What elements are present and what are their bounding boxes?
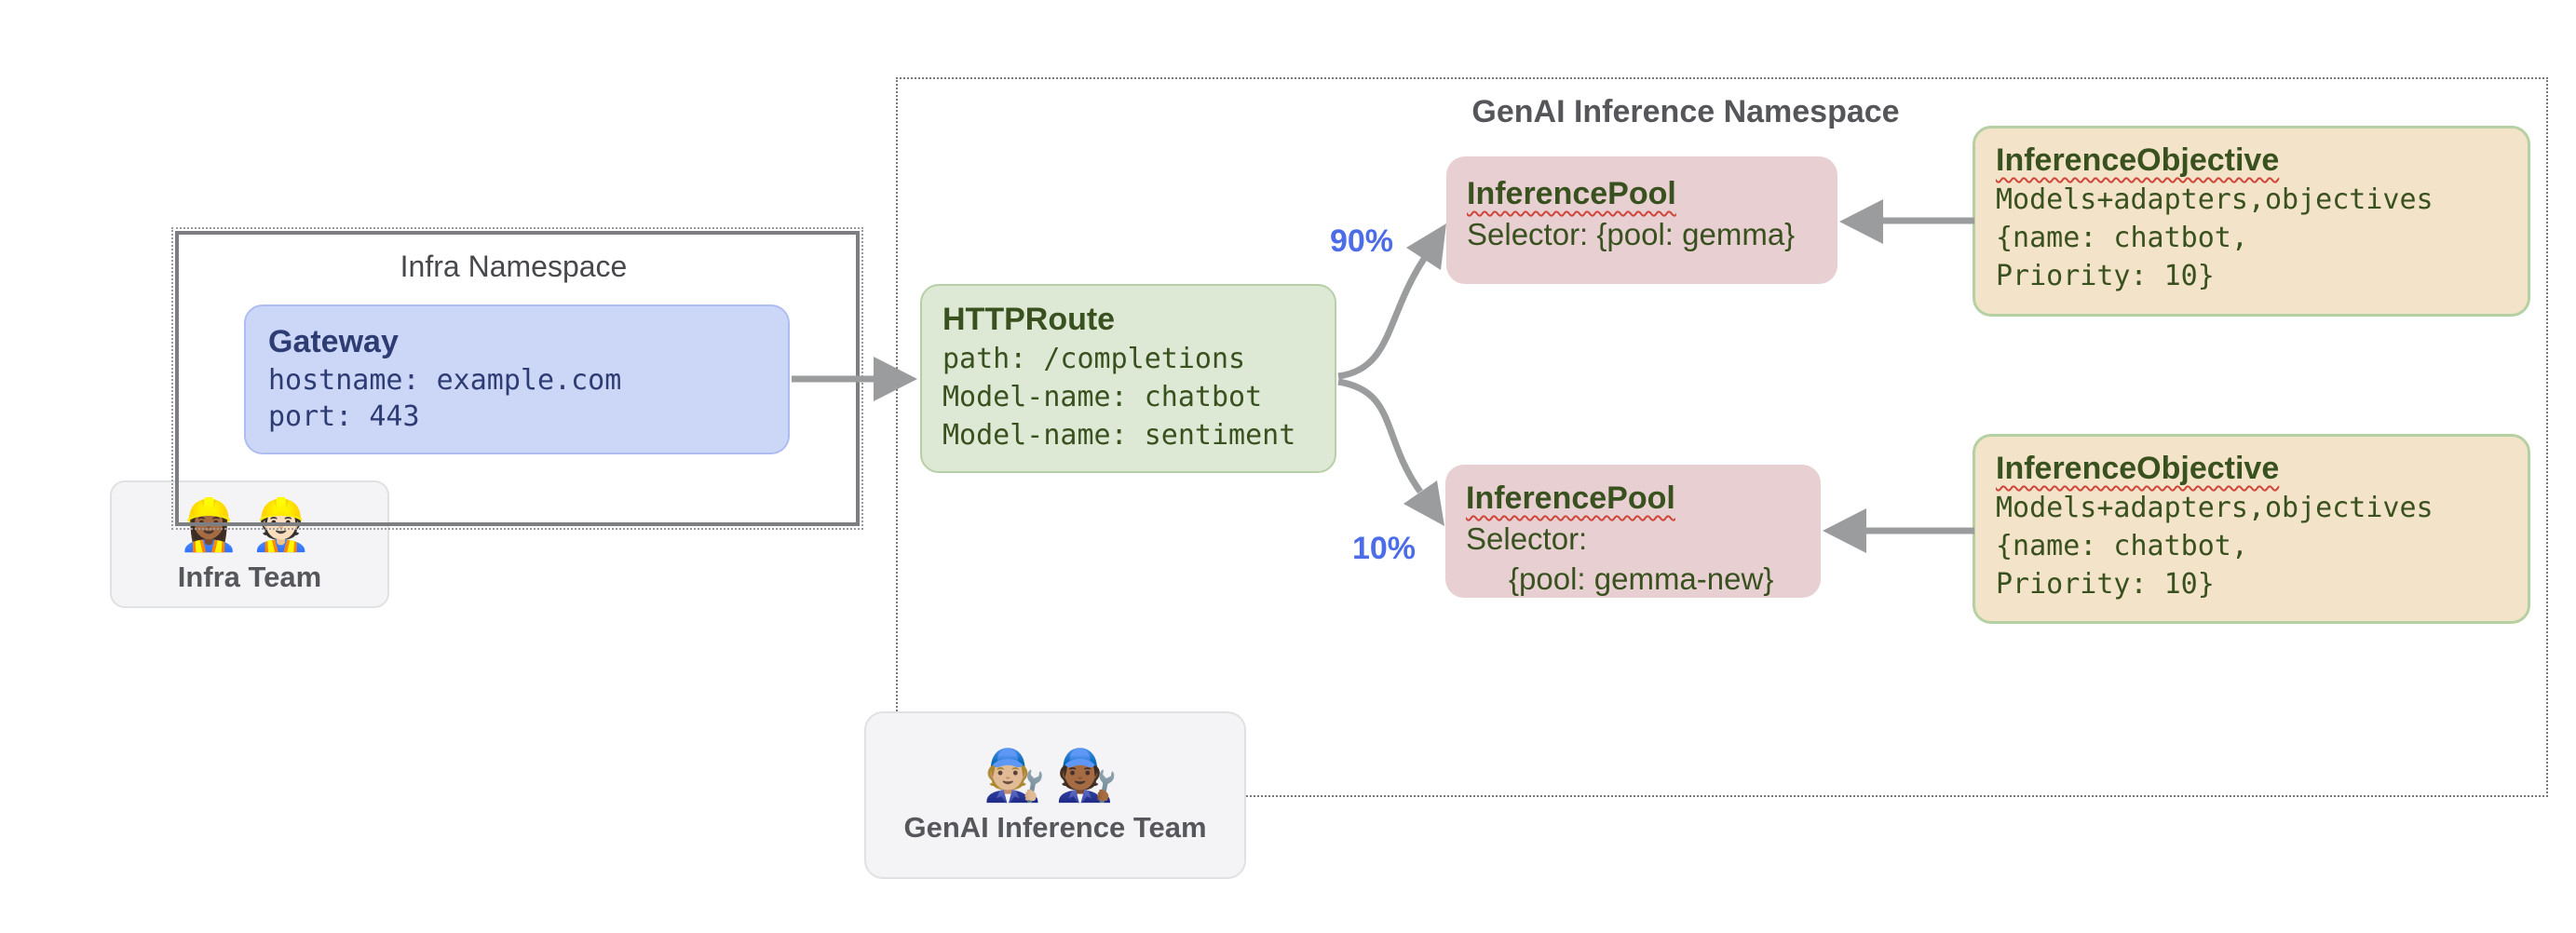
inference-pool-gemma-box: InferencePool Selector: {pool: gemma} <box>1446 156 1837 284</box>
inference-objective-top-box: InferenceObjective Models+adapters,objec… <box>1973 126 2530 317</box>
inference-pool-gemma-new-selector-line: Selector: <box>1466 521 1588 556</box>
man-mechanic-emoji-icon: 🧑🏾‍🔧 <box>1055 748 1128 804</box>
infra-team-label: Infra Team <box>177 560 322 593</box>
man-construction-worker-emoji-icon: 👷🏻 <box>250 496 322 553</box>
inference-objective-bottom-box: InferenceObjective Models+adapters,objec… <box>1973 434 2530 624</box>
httproute-model-sentiment-line: Model-name: sentiment <box>942 419 1296 452</box>
inference-pool-gemma-new-title: InferencePool <box>1466 480 1675 516</box>
gateway-hostname-line: hostname: example.com <box>268 364 622 397</box>
inference-pool-gemma-title: InferencePool <box>1467 176 1676 211</box>
inference-objective-top-models-line: Models+adapters,objectives <box>1996 183 2434 216</box>
inference-objective-top-name-line: {name: chatbot, <box>1996 222 2248 254</box>
httproute-model-chatbot-line: Model-name: chatbot <box>942 381 1263 413</box>
httproute-box: HTTPRoute path: /completions Model-name:… <box>920 284 1336 473</box>
genai-inference-team-label: GenAI Inference Team <box>903 811 1207 844</box>
inference-pool-gemma-new-box: InferencePool Selector: {pool: gemma-new… <box>1445 465 1821 598</box>
gateway-title: Gateway <box>268 324 399 359</box>
traffic-split-10-label: 10% <box>1351 531 1416 566</box>
inference-objective-bottom-priority-line: Priority: 10} <box>1996 568 2215 601</box>
httproute-path-line: path: /completions <box>942 343 1246 375</box>
traffic-split-90-label: 90% <box>1329 223 1393 259</box>
construction-worker-emoji-row: 👷🏾‍♀️👷🏻 <box>178 495 322 555</box>
genai-inference-namespace-title: GenAI Inference Namespace <box>1471 94 1900 129</box>
inference-objective-bottom-models-line: Models+adapters,objectives <box>1996 492 2434 524</box>
inference-pool-gemma-selector-line: Selector: {pool: gemma} <box>1467 217 1796 251</box>
inference-objective-bottom-title: InferenceObjective <box>1996 451 2280 486</box>
mechanic-emoji-row: 🧑🏼‍🔧🧑🏾‍🔧 <box>983 746 1128 805</box>
genai-inference-namespace-frame <box>896 77 2548 797</box>
inference-objective-top-priority-line: Priority: 10} <box>1996 260 2215 292</box>
inference-objective-top-title: InferenceObjective <box>1996 142 2280 178</box>
inference-objective-bottom-name-line: {name: chatbot, <box>1996 530 2248 562</box>
infra-namespace-title: Infra Namespace <box>400 250 628 283</box>
httproute-title: HTTPRoute <box>942 302 1116 337</box>
woman-mechanic-emoji-icon: 🧑🏼‍🔧 <box>983 748 1055 804</box>
gateway-box: Gateway hostname: example.com port: 443 <box>244 304 790 454</box>
infra-team-card: 👷🏾‍♀️👷🏻 Infra Team <box>110 480 389 608</box>
gateway-port-line: port: 443 <box>268 400 420 433</box>
woman-construction-worker-emoji-icon: 👷🏾‍♀️ <box>177 496 250 553</box>
inference-pool-gemma-new-selector-value-line: {pool: gemma-new} <box>1509 561 1774 596</box>
genai-inference-team-card: 🧑🏼‍🔧🧑🏾‍🔧 GenAI Inference Team <box>864 711 1246 879</box>
